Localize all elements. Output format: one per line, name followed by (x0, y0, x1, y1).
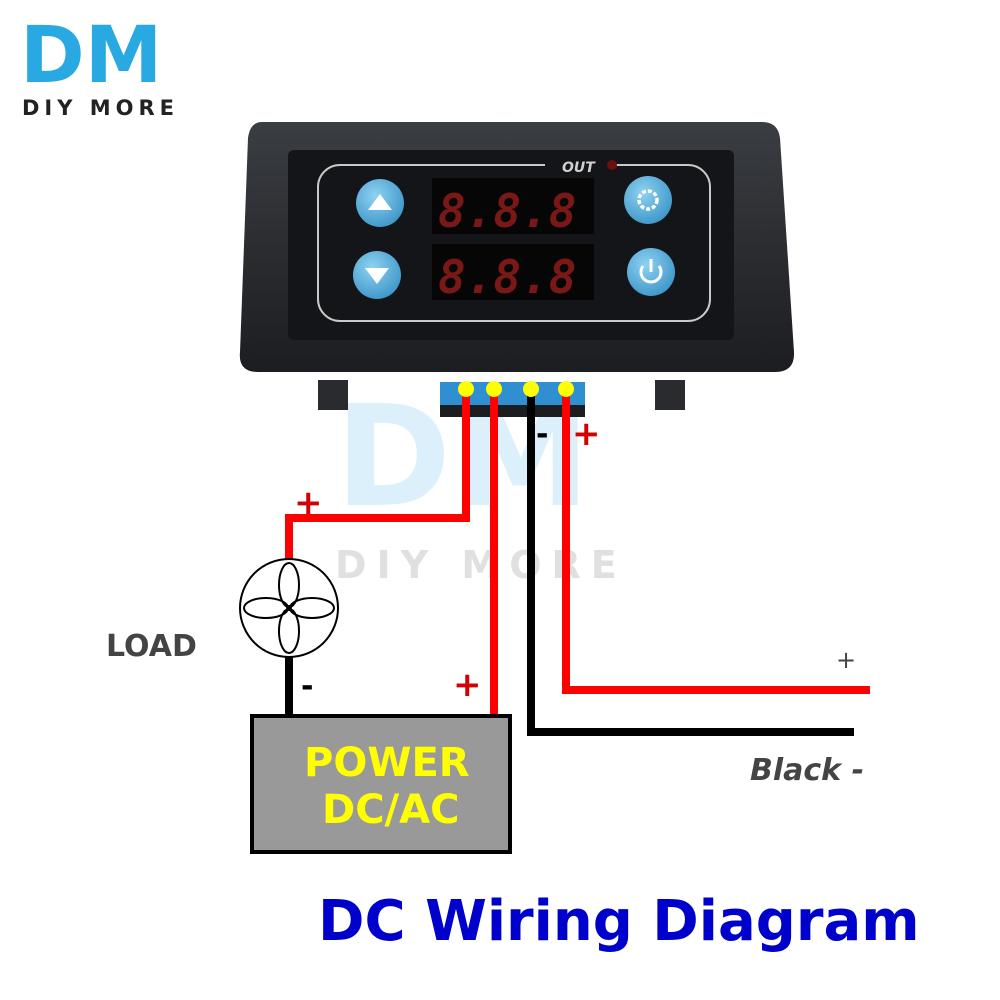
black-wire-label: Black - (750, 753, 864, 788)
wire-supply-black (527, 392, 854, 736)
wire-supply-red (562, 392, 870, 694)
terminal-2 (486, 381, 502, 397)
brand-logo: DM DIY MORE (20, 11, 179, 120)
up-button[interactable] (356, 179, 404, 227)
latch-right (655, 380, 685, 410)
out-label: OUT (562, 160, 596, 176)
display-bottom-digits: 8.8.8 (438, 250, 576, 304)
timer-relay-module: OUT 8.8.8 8.8.8 (239, 122, 795, 417)
power-label: POWER (304, 740, 470, 786)
supply-plus-sign: + (572, 414, 601, 454)
down-button[interactable] (353, 251, 401, 299)
power-supply-box (250, 714, 512, 854)
power-button[interactable] (627, 248, 675, 296)
load-symbol (239, 558, 339, 658)
power-plus-sign: + (453, 665, 482, 705)
power-icon (639, 265, 663, 284)
display-top-digits: 8.8.8 (438, 184, 576, 238)
out-led (607, 160, 617, 170)
brand-logo-mark: DM (20, 11, 162, 101)
wire-load-plus (285, 392, 470, 565)
terminal-4 (558, 381, 574, 397)
load-label: LOAD (106, 629, 197, 664)
set-button[interactable] (624, 176, 672, 224)
diagram-title: DC Wiring Diagram (318, 889, 920, 954)
terminal-1 (458, 381, 474, 397)
power-type-label: DC/AC (322, 787, 459, 833)
up-arrow-icon (368, 194, 392, 210)
terminal-3 (523, 381, 539, 397)
brand-name: DIY MORE (22, 96, 179, 120)
wires (285, 392, 870, 736)
down-arrow-icon (365, 268, 389, 284)
gear-icon (637, 189, 659, 211)
latch-left (318, 380, 348, 410)
load-minus-sign: - (301, 669, 313, 704)
panel-outline (317, 164, 711, 322)
display-bottom (432, 244, 594, 300)
display-top (432, 178, 594, 234)
supply-minus-sign: - (536, 417, 548, 452)
terminal-points (458, 381, 574, 397)
load-plus-sign: + (294, 483, 323, 523)
watermark-name: DIY MORE (335, 543, 627, 587)
red-wire-plus-label: + (836, 646, 856, 674)
